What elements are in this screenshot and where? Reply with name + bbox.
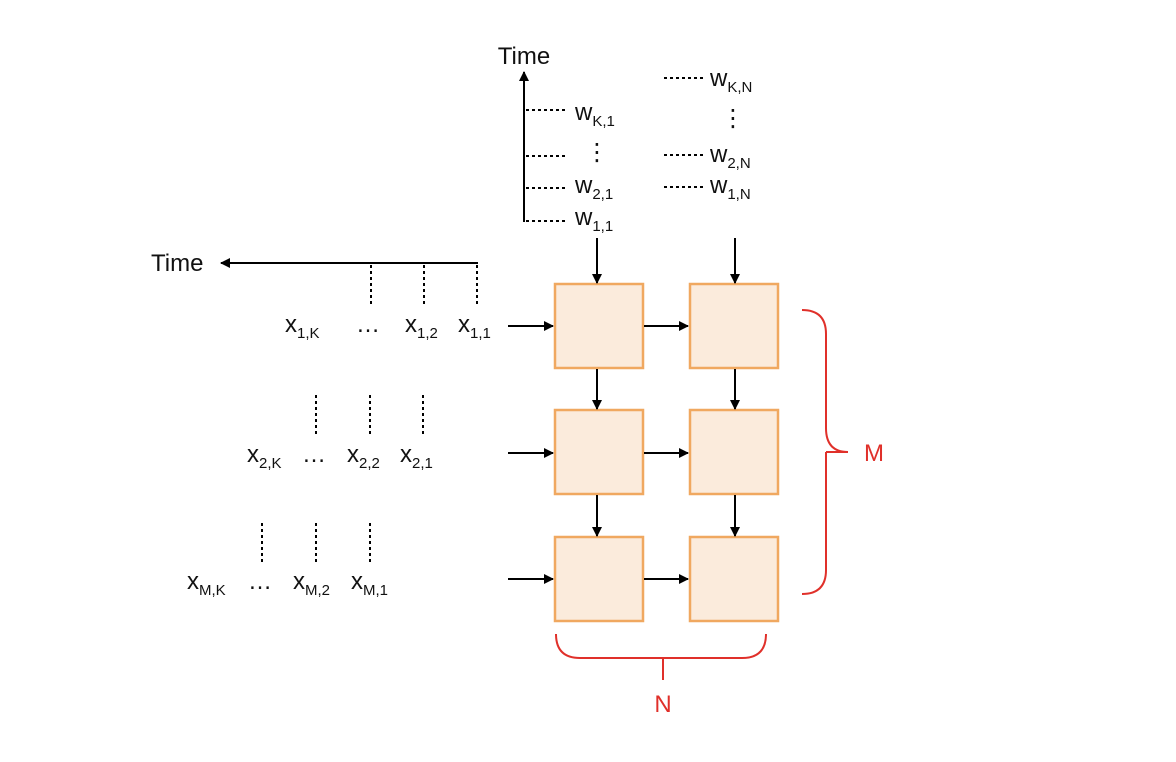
weight-ellipsis: ⋮	[721, 105, 745, 132]
weight-time-label: Time	[498, 43, 550, 70]
input-label: xM,2	[293, 568, 330, 599]
rows-brace: M	[801, 309, 884, 595]
input-time-label: Time	[151, 250, 203, 277]
rows-bracket	[801, 309, 849, 595]
weight-label: w2,N	[709, 141, 751, 172]
rows-count-label: M	[864, 440, 884, 467]
weights-column-n: wK,N ⋮ w2,N w1,N	[664, 65, 752, 203]
inputs-row-1: x1,K … x1,2 x1,1	[285, 311, 491, 342]
input-label: xM,K	[187, 568, 226, 599]
dataflow-arrows	[508, 238, 740, 584]
processing-cell	[553, 408, 645, 496]
input-label: x2,2	[347, 441, 380, 472]
weight-time-axis: Time	[498, 43, 566, 222]
input-label: x2,1	[400, 441, 433, 472]
processing-cell	[688, 408, 780, 496]
weight-label: w2,1	[574, 172, 613, 203]
weights-column-1: wK,1 ⋮ w2,1 w1,1	[574, 99, 615, 235]
weight-label: wK,1	[574, 99, 615, 130]
input-label: x1,1	[458, 311, 491, 342]
inputs-row-m: xM,K … xM,2 xM,1	[187, 523, 388, 599]
weight-label: w1,N	[709, 172, 751, 203]
processing-cell	[688, 535, 780, 623]
input-label: x2,K	[247, 441, 282, 472]
weight-ellipsis: ⋮	[585, 139, 609, 166]
cols-count-label: N	[654, 691, 671, 718]
processing-grid	[553, 282, 780, 623]
input-label: x1,2	[405, 311, 438, 342]
inputs-row-2: x2,K … x2,2 x2,1	[247, 395, 433, 472]
input-label: x1,K	[285, 311, 320, 342]
weight-label: w1,1	[574, 204, 613, 235]
processing-cell	[688, 282, 780, 370]
processing-cell	[553, 535, 645, 623]
weight-label: wK,N	[709, 65, 752, 96]
input-ellipsis: …	[302, 441, 326, 468]
input-time-axis: Time	[151, 250, 478, 307]
cols-bracket	[555, 633, 767, 659]
processing-cell	[553, 282, 645, 370]
input-ellipsis: …	[248, 568, 272, 595]
input-ellipsis: …	[356, 311, 380, 338]
input-label: xM,1	[351, 568, 388, 599]
cols-brace: N	[555, 633, 767, 718]
